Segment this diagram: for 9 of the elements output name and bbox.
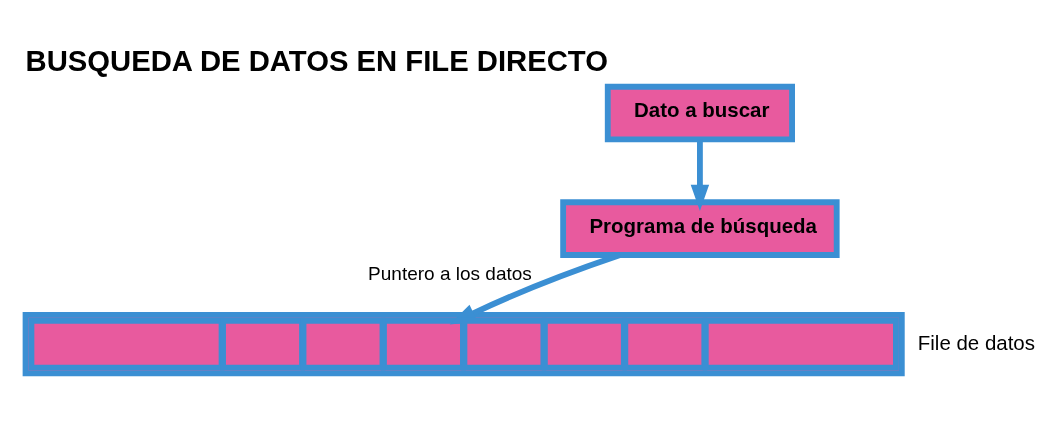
node-box: Programa de búsqueda <box>560 199 840 258</box>
arrow <box>690 139 710 212</box>
node-box <box>702 317 899 371</box>
node-label: File de datos <box>917 330 1035 354</box>
node-box <box>300 317 386 371</box>
edge-label: Puntero a los datos <box>368 262 532 284</box>
diagram-title: BUSQUEDA DE DATOS EN FILE DIRECTO <box>25 44 608 77</box>
node-box: Dato a buscar <box>604 83 795 143</box>
cluster <box>22 312 905 377</box>
